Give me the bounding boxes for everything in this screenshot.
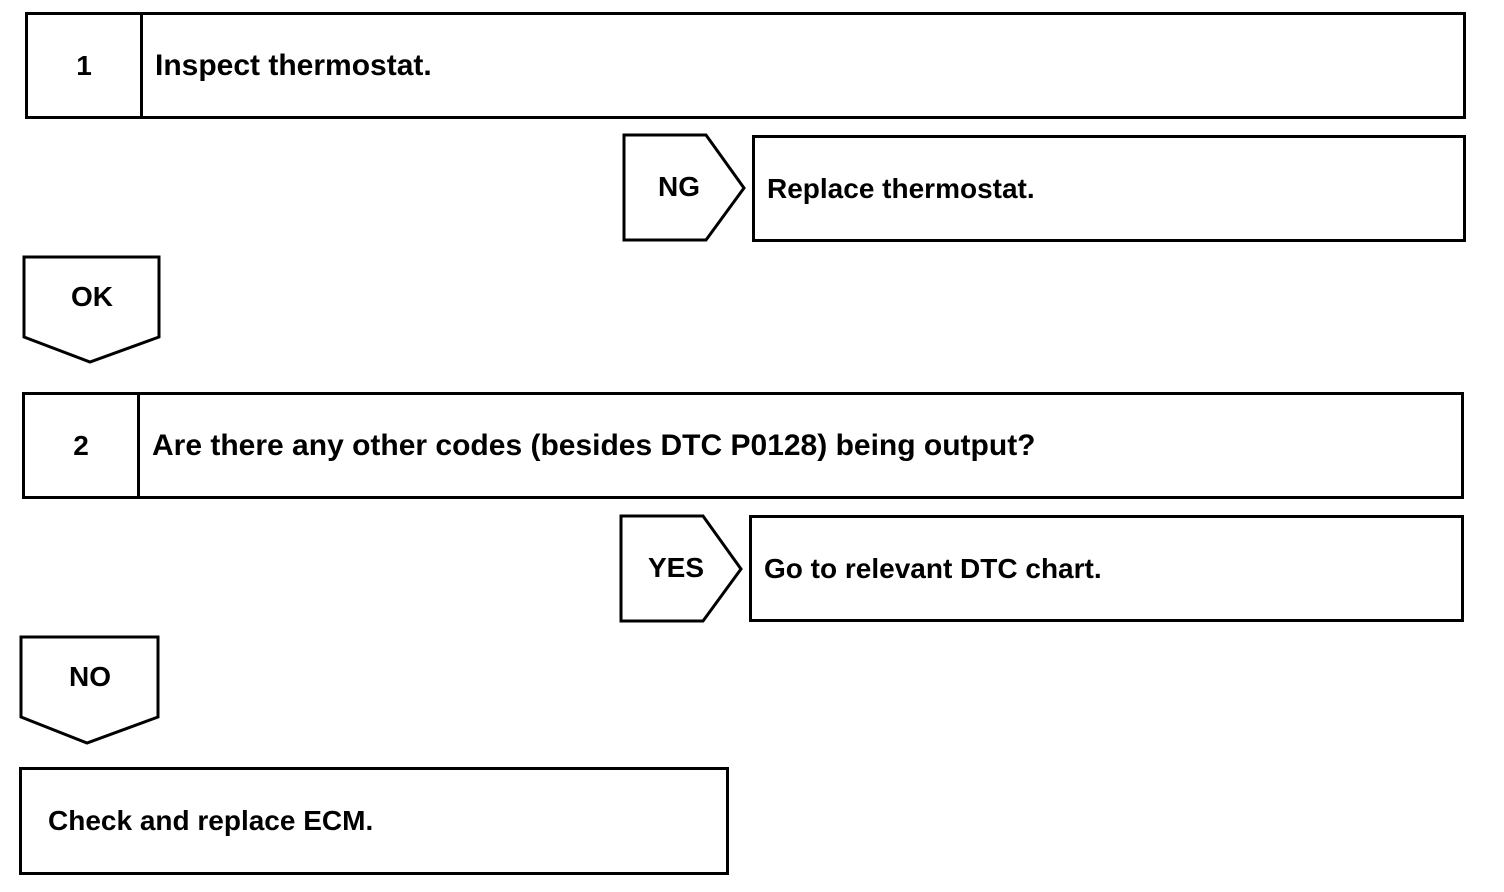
step-number: 1 xyxy=(28,15,143,116)
step-question: Are there any other codes (besides DTC P… xyxy=(152,428,1036,462)
step-question: Inspect thermostat. xyxy=(155,48,432,82)
no-continue-label: NO xyxy=(69,661,111,692)
step-2-box: 2 Are there any other codes (besides DTC… xyxy=(22,392,1464,499)
ok-continue-label: OK xyxy=(71,281,113,312)
step-number: 2 xyxy=(25,395,140,496)
ng-branch-arrow xyxy=(622,133,746,242)
dtc-chart-box: Go to relevant DTC chart. xyxy=(749,515,1464,622)
no-continue-arrow xyxy=(19,635,160,745)
final-action-box: Check and replace ECM. xyxy=(19,767,729,875)
yes-branch-label: YES xyxy=(647,552,705,583)
ng-branch-label: NG xyxy=(658,171,700,202)
step-1-box: 1 Inspect thermostat. xyxy=(25,12,1466,119)
yes-branch-arrow xyxy=(619,514,743,623)
ok-continue-arrow xyxy=(22,255,161,364)
replace-thermostat-box: Replace thermostat. xyxy=(752,135,1466,242)
